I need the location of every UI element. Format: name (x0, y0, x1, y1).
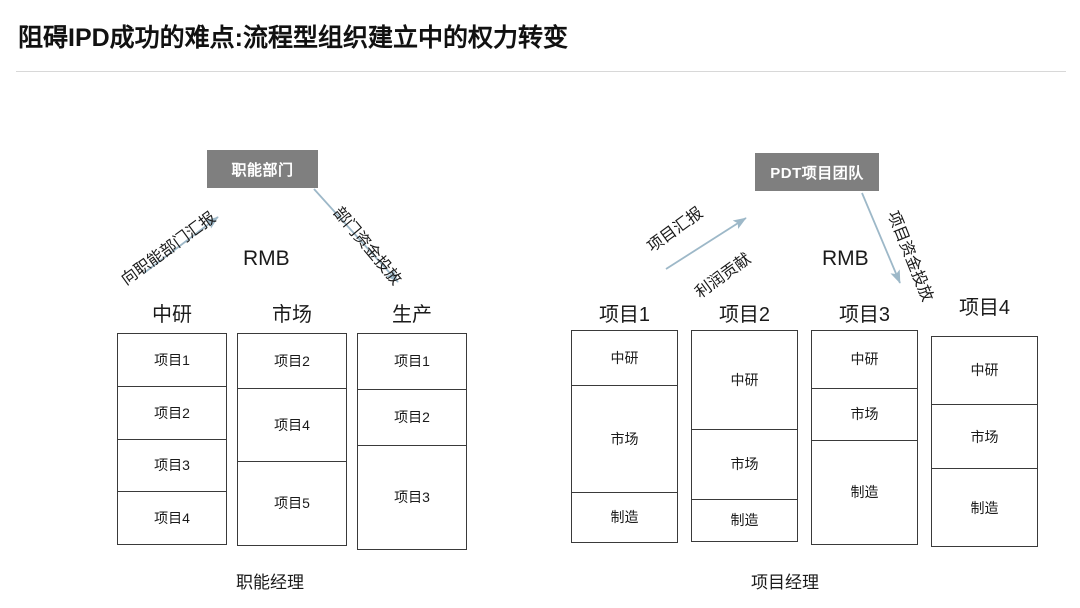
functional-cell[interactable]: 项目1 (358, 334, 466, 390)
project-cell[interactable]: 制造 (730, 512, 759, 529)
rmb-label-right: RMB (822, 247, 869, 270)
project-cell[interactable]: 市场 (812, 389, 917, 441)
functional-cell[interactable]: 项目1 (118, 334, 226, 387)
functional-cell[interactable]: 项目2 (358, 390, 466, 446)
functional-department-header-box[interactable]: 职能部门 (207, 150, 318, 188)
title-divider (16, 71, 1066, 72)
project-column-header: 项目2 (718, 304, 771, 326)
page-title: 阻碍IPD成功的难点:流程型组织建立中的权力转变 (18, 24, 569, 52)
project-cell[interactable]: 中研 (812, 331, 917, 389)
functional-column-header: 生产 (392, 304, 432, 326)
project-column-3: 项目3 中研市场制造 (811, 298, 918, 545)
project-cell[interactable]: 市场 (692, 430, 797, 500)
project-cell[interactable]: 制造 (610, 509, 639, 526)
functional-cell[interactable]: 项目3 (118, 440, 226, 493)
functional-column-header: 中研 (152, 304, 192, 326)
project-cell[interactable]: 制造 (850, 484, 879, 501)
project-cell[interactable]: 市场 (572, 386, 677, 493)
label-report-to-functional: 向职能部门汇报 (118, 209, 220, 289)
pdt-team-header-box[interactable]: PDT项目团队 (755, 153, 879, 191)
project-column-box: 中研市场制造 (571, 330, 678, 543)
project-column-box: 中研市场制造 (811, 330, 918, 545)
project-column-1: 项目1 中研市场制造 (571, 298, 678, 543)
label-department-funding: 部门资金投放 (329, 204, 405, 289)
project-column-header: 项目3 (838, 304, 891, 326)
functional-cell[interactable]: 项目2 (118, 387, 226, 440)
project-cell[interactable]: 制造 (970, 499, 999, 516)
project-column-box: 中研市场制造 (691, 330, 798, 542)
caption-project-manager: 项目经理 (751, 573, 819, 592)
project-column-header: 项目1 (598, 304, 651, 326)
label-project-funding: 项目资金投放 (883, 208, 936, 305)
label-profit-contribution: 利润贡献 (692, 250, 755, 302)
functional-cell[interactable]: 项目4 (238, 389, 346, 462)
functional-column-header: 市场 (272, 304, 312, 326)
project-column-header: 项目4 (958, 297, 1011, 319)
project-cell[interactable]: 市场 (932, 405, 1037, 470)
project-cell[interactable]: 中研 (692, 331, 797, 431)
caption-functional-manager: 职能经理 (236, 573, 304, 592)
label-project-report: 项目汇报 (644, 204, 707, 256)
project-cell[interactable]: 中研 (572, 331, 677, 386)
functional-cell[interactable]: 项目4 (154, 510, 190, 527)
project-cell[interactable]: 中研 (932, 337, 1037, 405)
functional-cell[interactable]: 项目5 (274, 495, 310, 512)
functional-cell[interactable]: 项目2 (238, 334, 346, 389)
project-column-box: 中研市场制造 (931, 336, 1038, 547)
rmb-label-left: RMB (243, 247, 290, 270)
project-column-4: 项目4 中研市场制造 (931, 291, 1038, 547)
project-column-2: 项目2 中研市场制造 (691, 298, 798, 542)
functional-cell[interactable]: 项目3 (394, 489, 430, 506)
